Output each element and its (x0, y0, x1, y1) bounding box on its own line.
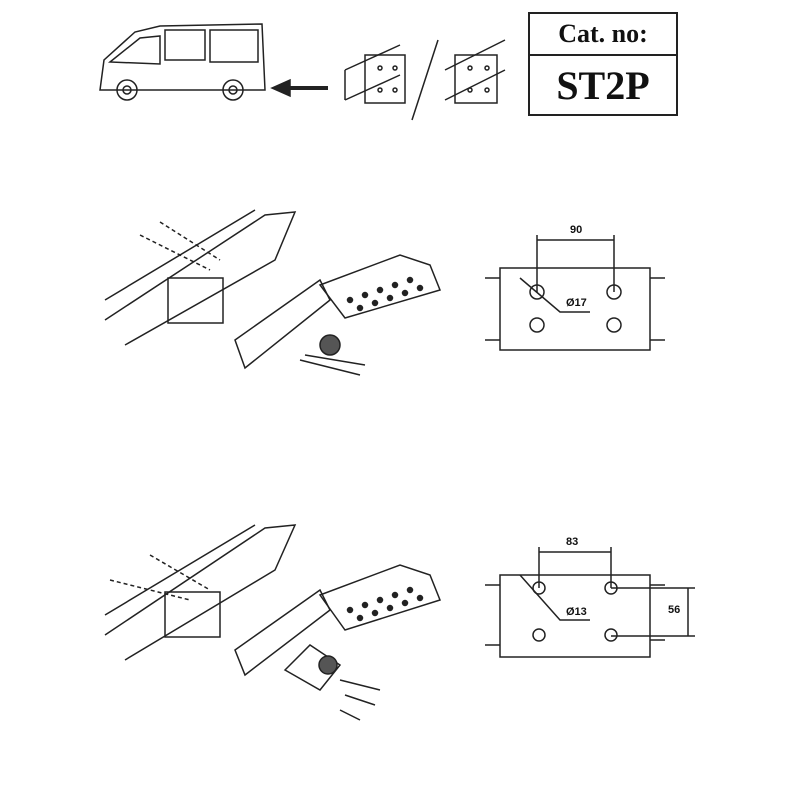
separator-slash (411, 39, 439, 121)
dimension-height-2: 56 (668, 604, 681, 616)
assembly-drawing-1 (104, 209, 442, 376)
page-background (88, 0, 716, 800)
dimension-hole-2: Ø13 (566, 606, 587, 618)
bracket-variant-2 (444, 39, 506, 104)
catalog-number: ST2P (556, 63, 650, 108)
plate-drawing-1 (485, 235, 665, 351)
catalog-number-box: Cat. no: ST2P (528, 12, 678, 116)
dimension-hole-1: Ø17 (566, 297, 587, 309)
dimension-width-2: 83 (566, 536, 579, 548)
dimension-width-1: 90 (570, 224, 583, 236)
catalog-label: Cat. no: (530, 14, 676, 56)
van-illustration (99, 23, 266, 101)
plate-drawing-2 (485, 547, 695, 658)
arrow-head-icon (270, 78, 291, 98)
assembly-drawing-2 (104, 524, 441, 721)
bracket-variant-1 (344, 44, 406, 104)
